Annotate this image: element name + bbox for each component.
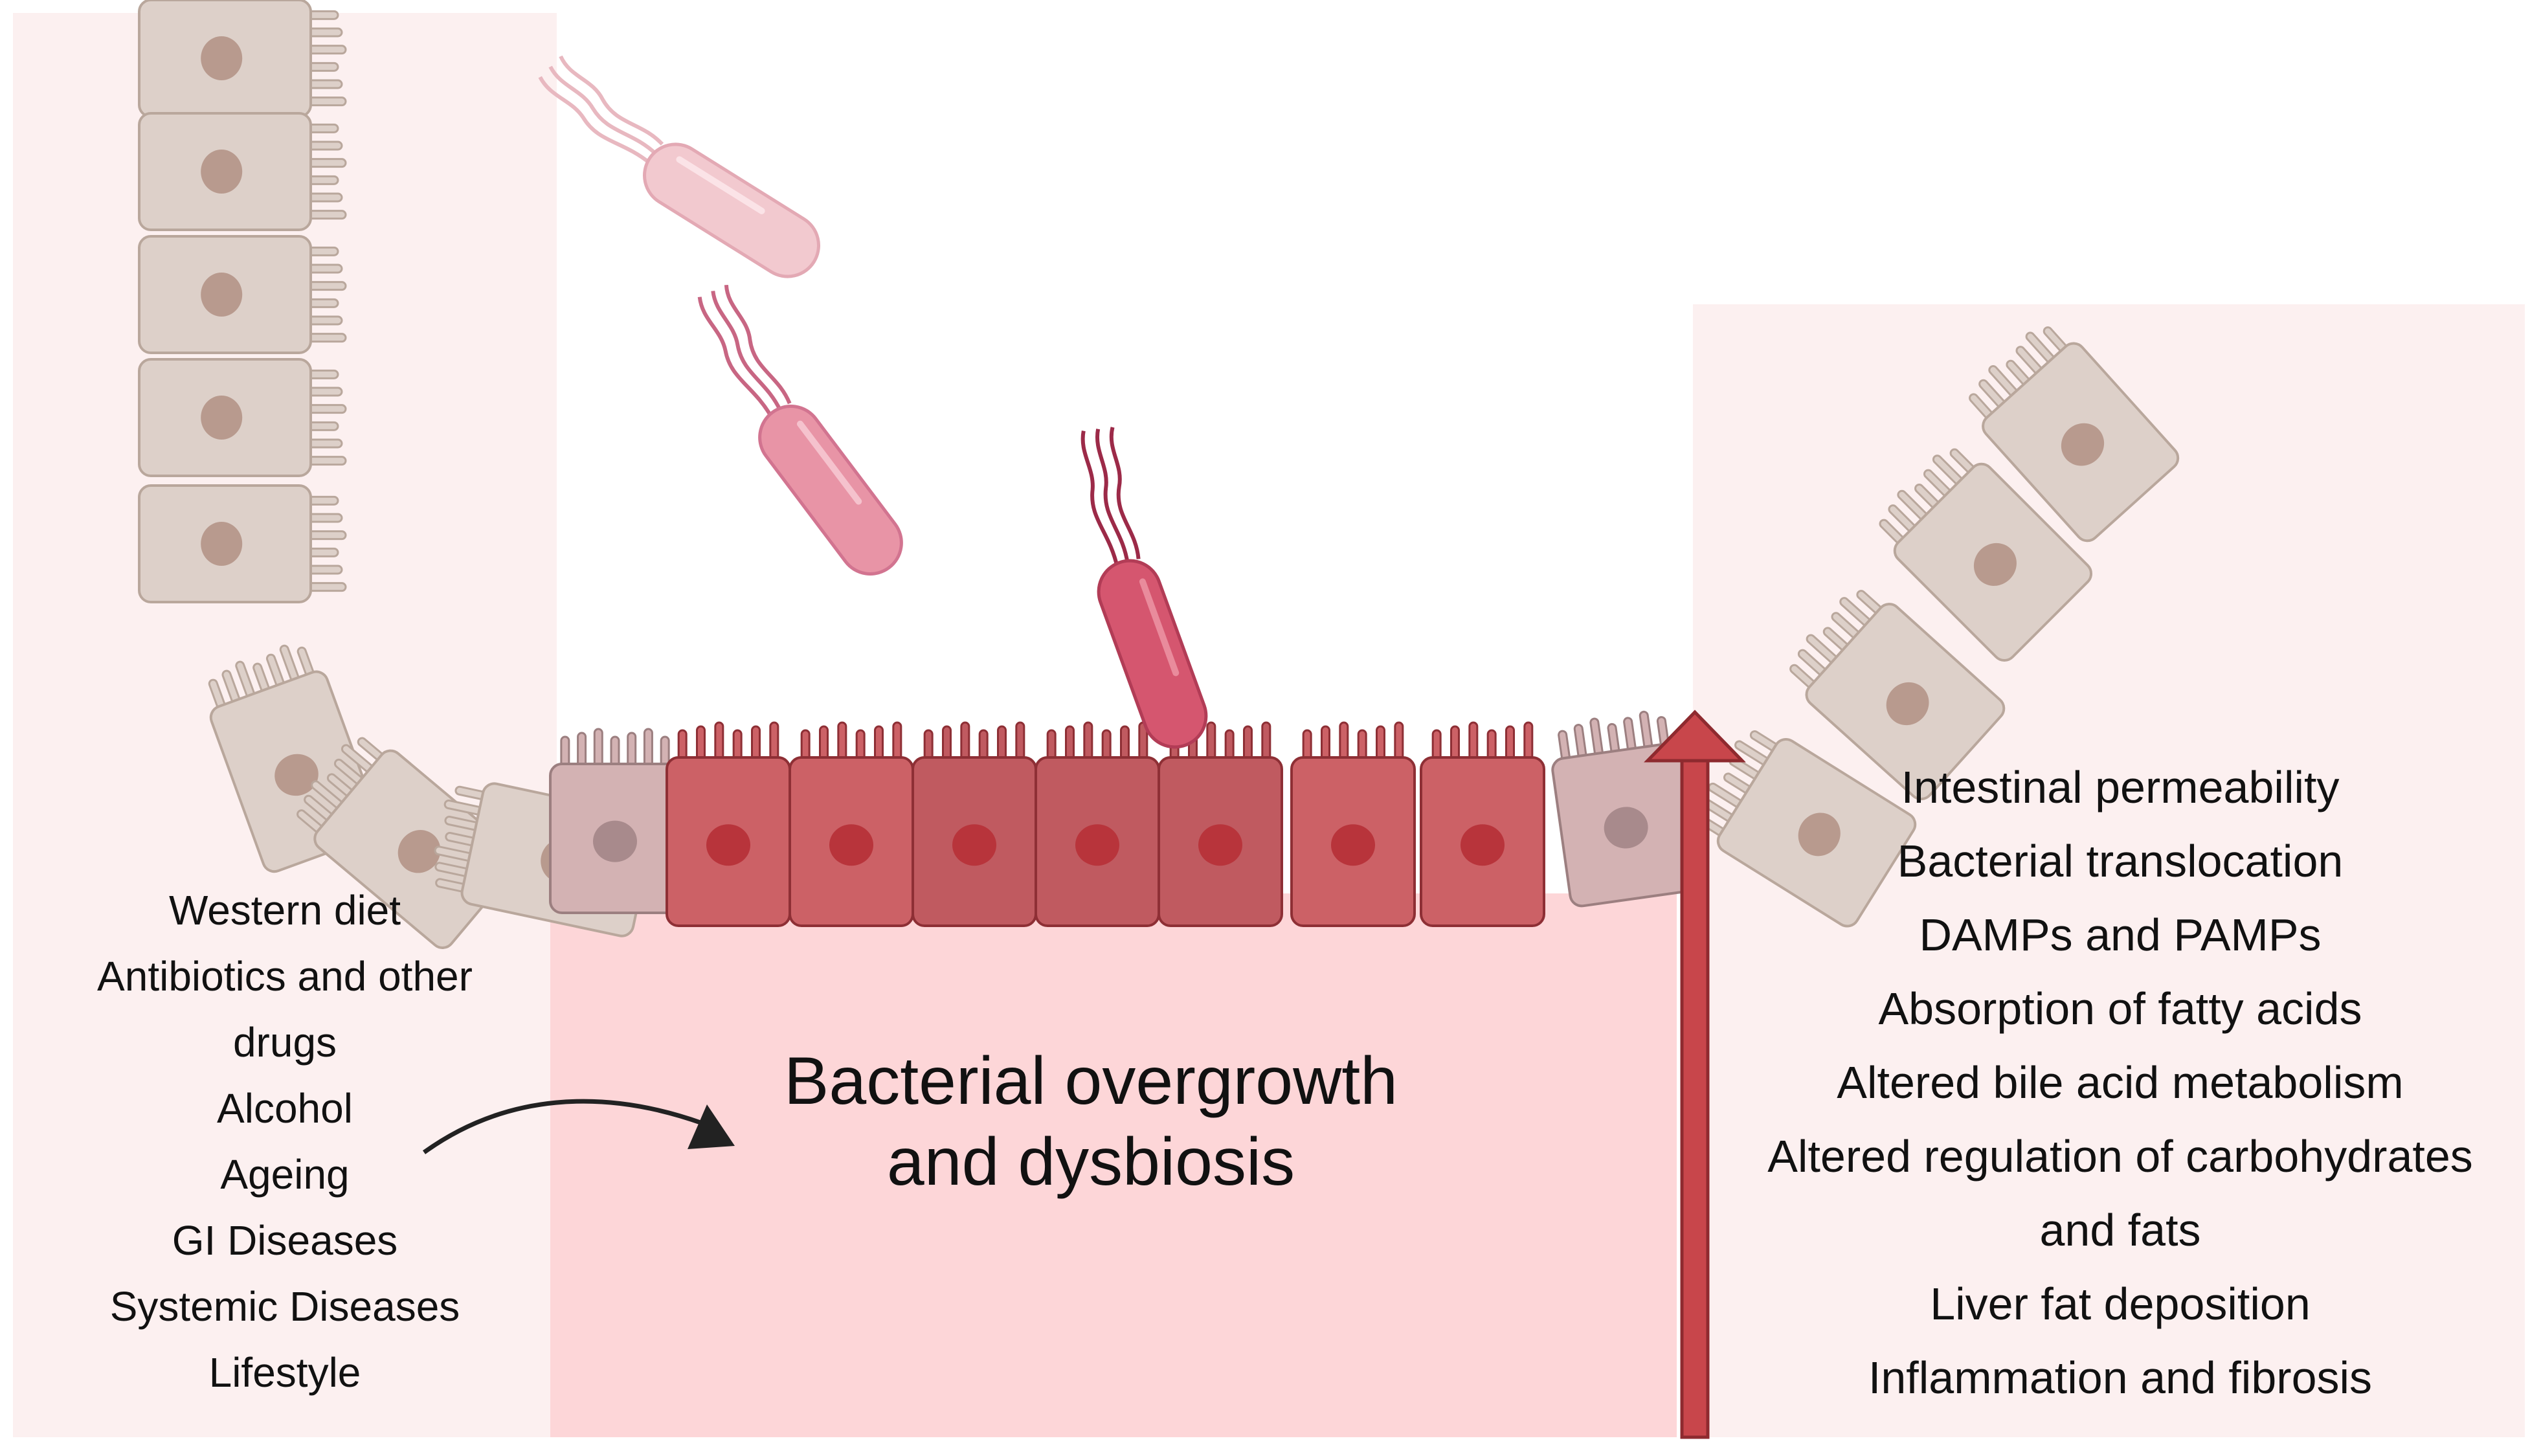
effects-list: Intestinal permeability Bacterial transl… bbox=[1767, 762, 2473, 1403]
effect-item: Altered regulation of carbohydrates bbox=[1767, 1131, 2473, 1182]
effect-item: Liver fat deposition bbox=[1930, 1279, 2311, 1329]
epithelial-cell-icon bbox=[138, 484, 347, 603]
center-panel bbox=[550, 893, 1677, 1437]
bacterium-icon bbox=[538, 55, 821, 278]
risk-factor-item: Ageing bbox=[220, 1151, 349, 1198]
risk-factor-item: Antibiotics and other bbox=[97, 953, 473, 1000]
effect-item: Absorption of fatty acids bbox=[1878, 983, 2362, 1034]
epithelial-cell-icon bbox=[912, 721, 1037, 927]
up-arrow-icon bbox=[1644, 710, 1746, 1439]
epithelial-cell-icon bbox=[549, 728, 681, 914]
epithelial-cell-icon bbox=[789, 721, 914, 927]
risk-factor-item: Western diet bbox=[169, 887, 401, 934]
epithelial-cell-icon bbox=[1789, 590, 2006, 801]
epithelium-row bbox=[208, 644, 1700, 949]
effect-item: Intestinal permeability bbox=[1901, 762, 2340, 812]
epithelial-cell-icon bbox=[1035, 721, 1160, 927]
bacterium-icon bbox=[1080, 427, 1208, 749]
epithelial-cell-icon bbox=[1969, 326, 2180, 543]
effect-item: DAMPs and PAMPs bbox=[1919, 910, 2321, 960]
effect-item: Inflammation and fibrosis bbox=[1868, 1352, 2372, 1403]
epithelial-cell-icon bbox=[666, 721, 791, 927]
center-label: Bacterial overgrowth and dysbiosis bbox=[784, 1044, 1398, 1200]
epithelial-cell-icon bbox=[138, 112, 347, 231]
epithelial-cell-icon bbox=[1697, 730, 1917, 928]
risk-factor-item: GI Diseases bbox=[172, 1217, 398, 1264]
risk-factor-item: Lifestyle bbox=[209, 1349, 361, 1396]
crypt-wall-cells bbox=[138, 0, 347, 603]
epithelial-cell-icon bbox=[138, 235, 347, 354]
epithelial-cell-icon bbox=[1158, 721, 1283, 927]
risk-factor-item: Systemic Diseases bbox=[110, 1283, 460, 1330]
curved-arrow-icon bbox=[422, 1099, 735, 1154]
risk-factors-list: Western diet Antibiotics and other drugs… bbox=[97, 887, 473, 1396]
effect-item: Altered bile acid metabolism bbox=[1837, 1057, 2403, 1108]
effect-item: and fats bbox=[2039, 1205, 2200, 1255]
bacterium-icon bbox=[697, 284, 903, 576]
risk-factor-item: Alcohol bbox=[217, 1085, 353, 1132]
center-label-line2: and dysbiosis bbox=[887, 1125, 1295, 1200]
epithelial-cell-icon bbox=[1420, 721, 1545, 927]
effect-item: Bacterial translocation bbox=[1897, 836, 2344, 886]
center-label-line1: Bacterial overgrowth bbox=[784, 1044, 1398, 1119]
epithelial-cell-icon bbox=[1290, 721, 1416, 927]
epithelial-cell-icon bbox=[138, 358, 347, 477]
risk-factor-item: drugs bbox=[233, 1019, 337, 1066]
villus-cells bbox=[1697, 326, 2180, 928]
epithelial-cell-icon bbox=[1879, 448, 2093, 662]
